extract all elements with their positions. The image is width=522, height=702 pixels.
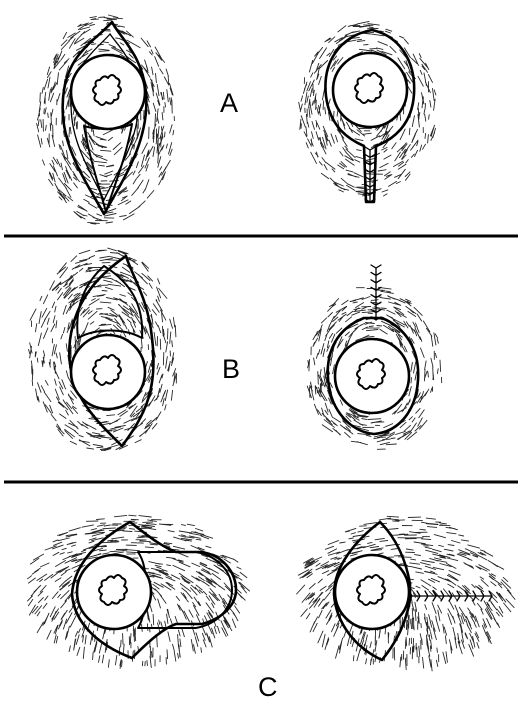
lumen-circle (335, 339, 409, 413)
lumen-circle (335, 555, 409, 629)
panel-label-a: A (220, 88, 238, 118)
lumen-circle (71, 335, 145, 409)
panel-a-right-after (299, 21, 436, 202)
lumen-circle (77, 555, 151, 629)
suture-stitches (409, 591, 492, 601)
panel-label-b: B (222, 354, 240, 384)
panel-b-right-after (307, 265, 441, 449)
panel-c-left-before (28, 515, 250, 668)
suture-line (409, 591, 492, 601)
lumen-circle (333, 53, 407, 127)
panel-a-left-before (37, 15, 175, 224)
panel-c-right-after (297, 516, 515, 671)
lumen-circle (71, 55, 145, 129)
panel-label-c: C (258, 672, 278, 702)
panel-b-left-before (29, 248, 177, 451)
